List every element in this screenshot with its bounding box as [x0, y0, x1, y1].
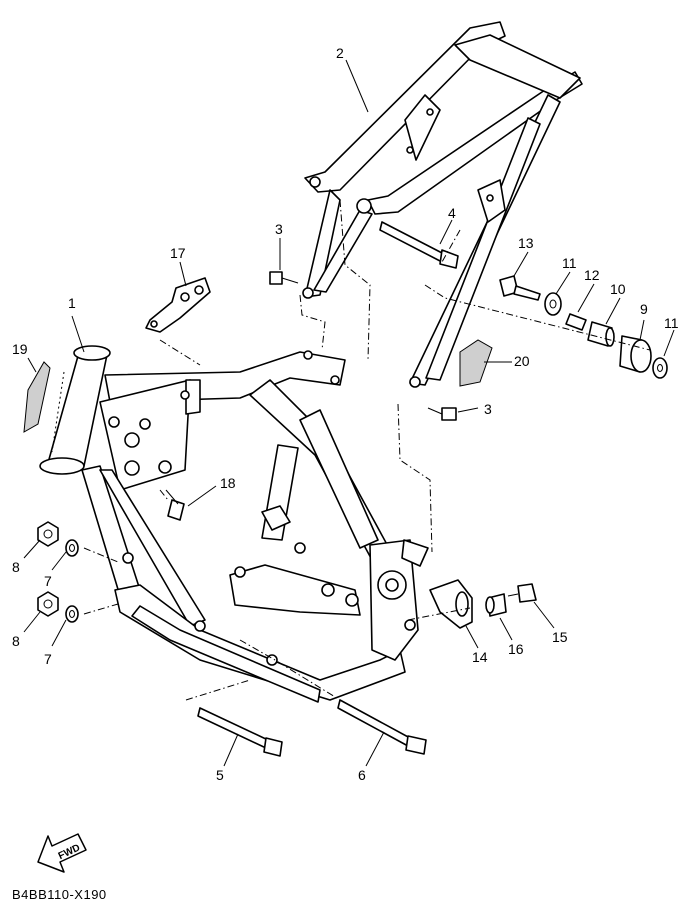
collar-16 — [485, 593, 507, 617]
callout-7b: 7 — [44, 651, 52, 667]
callout-17: 17 — [170, 245, 186, 261]
bolt-4 — [379, 221, 459, 269]
bolt-15 — [507, 583, 537, 603]
callout-9: 9 — [640, 301, 648, 317]
fwd-arrow-icon: FWD — [37, 833, 87, 873]
main-frame — [39, 345, 429, 703]
callout-4: 4 — [448, 205, 456, 221]
collar-12 — [565, 313, 587, 331]
callout-10: 10 — [610, 281, 626, 297]
rear-subframe — [302, 21, 583, 388]
callout-6: 6 — [358, 767, 366, 783]
bracket-17 — [145, 277, 211, 333]
label-20 — [459, 339, 493, 387]
bolt-3-lower — [427, 407, 457, 421]
assembly-lines — [83, 199, 651, 701]
nut-8-lower — [37, 591, 59, 617]
bolt-18 — [165, 489, 185, 521]
callout-3b: 3 — [484, 401, 492, 417]
callout-18: 18 — [220, 475, 236, 491]
bolt-5 — [197, 707, 283, 757]
leader-lines — [23, 59, 675, 767]
bolt-13 — [499, 275, 541, 301]
cover-14 — [429, 579, 473, 629]
callout-2: 2 — [336, 45, 344, 61]
callout-7a: 7 — [44, 573, 52, 589]
callout-14: 14 — [472, 649, 488, 665]
callout-11b: 11 — [664, 315, 679, 331]
damper-9 — [619, 335, 652, 373]
callout-5: 5 — [216, 767, 224, 783]
washer-11-right — [652, 357, 668, 379]
callout-11a: 11 — [562, 255, 577, 271]
bolt-6 — [337, 699, 427, 755]
callout-20: 20 — [514, 353, 530, 369]
label-19 — [23, 361, 51, 433]
callout-12: 12 — [584, 267, 600, 283]
callout-13: 13 — [518, 235, 534, 251]
callout-1: 1 — [68, 295, 76, 311]
bolt-3-upper — [269, 271, 299, 285]
callout-16: 16 — [508, 641, 524, 657]
callout-8a: 8 — [12, 559, 20, 575]
collar-10 — [587, 321, 615, 347]
diagram-code: B4BB110-X190 — [12, 887, 107, 902]
callout-8b: 8 — [12, 633, 20, 649]
washer-7-lower — [65, 605, 79, 623]
nut-8-upper — [37, 521, 59, 547]
callout-19: 19 — [12, 341, 28, 357]
callout-3a: 3 — [275, 221, 283, 237]
washer-11-left — [544, 292, 562, 316]
callout-labels: 1 2 3 3 4 5 6 7 7 8 8 9 10 11 11 12 13 1… — [12, 45, 679, 783]
callout-15: 15 — [552, 629, 568, 645]
washer-7-upper — [65, 539, 79, 557]
